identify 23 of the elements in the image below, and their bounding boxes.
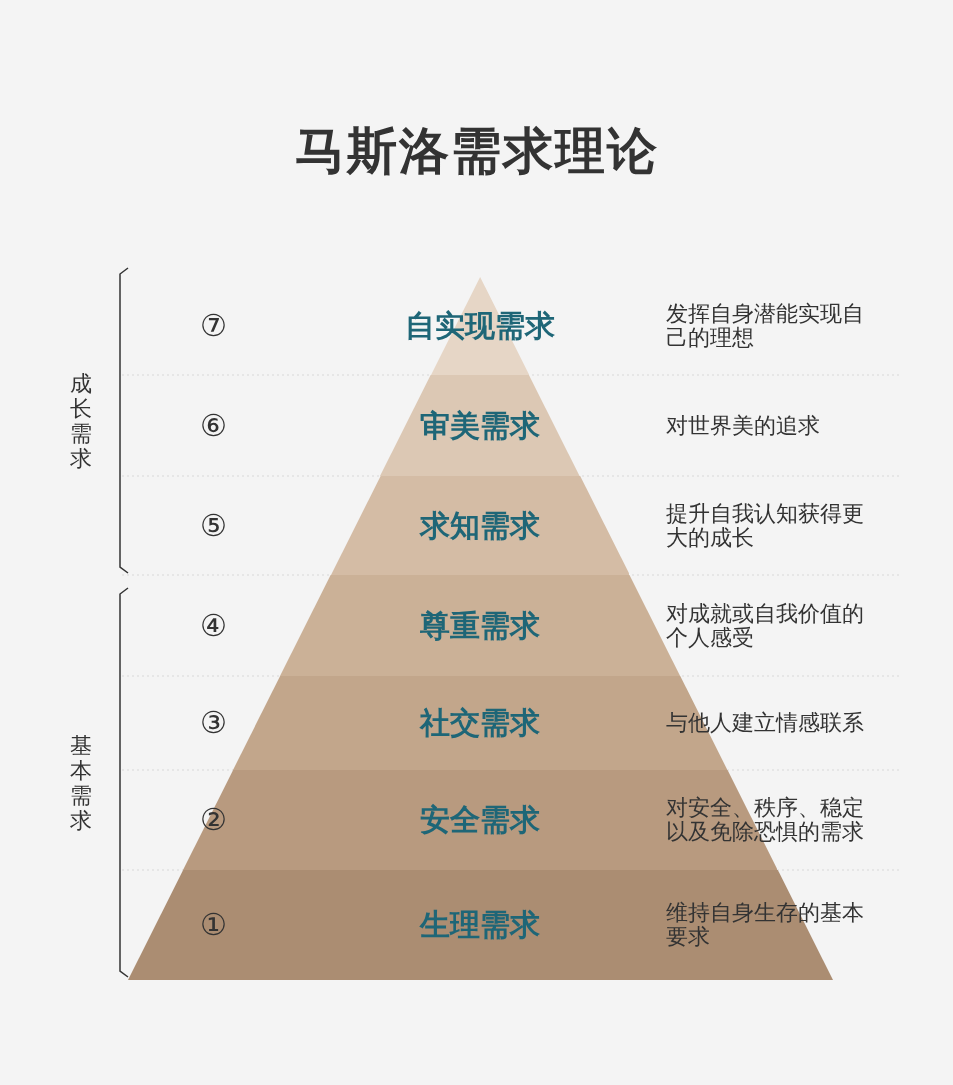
tier-label: 求知需求 [418, 507, 541, 544]
level-number: ① [200, 907, 227, 943]
tier-label: 尊重需求 [419, 607, 541, 644]
level-number: ⑥ [200, 407, 227, 444]
tier-label: 社交需求 [418, 705, 541, 741]
level-number: ⑦ [200, 308, 227, 344]
tier-description: 提升自我认知获得更大的成长 [666, 501, 865, 550]
group-label: 基本需求 [69, 732, 92, 833]
title: 马斯洛需求理论 [293, 121, 660, 182]
tier-label: 生理需求 [418, 907, 541, 943]
tier-description: 对成就或自我价值的个人感受 [666, 601, 865, 650]
group-label: 成长需求 [69, 370, 92, 471]
tier-label: 审美需求 [419, 407, 541, 444]
level-number: ③ [200, 705, 227, 741]
level-number: ④ [200, 607, 227, 644]
tier-description: 对世界美的追求 [666, 413, 821, 438]
tier-description: 发挥自身潜能实现自己的理想 [666, 302, 865, 350]
tier-label: 自实现需求 [404, 308, 556, 344]
pyramid-tier [380, 375, 580, 476]
level-number: ⑤ [200, 507, 227, 544]
tier-label: 安全需求 [419, 802, 541, 838]
tier-description: 维持自身生存的基本要求 [666, 901, 865, 949]
pyramid-tier [330, 476, 630, 575]
